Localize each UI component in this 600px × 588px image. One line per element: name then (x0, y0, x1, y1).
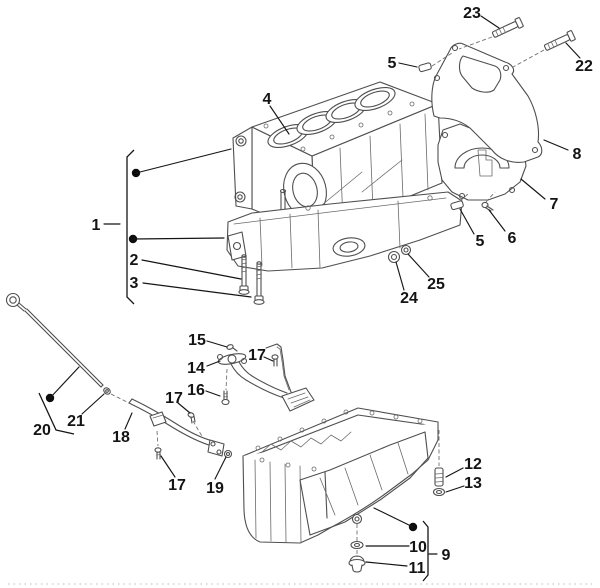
callout-20[interactable]: 20 (33, 422, 51, 439)
callout-2[interactable]: 2 (130, 252, 139, 269)
washer-13 (432, 487, 446, 497)
washer-25 (400, 244, 412, 256)
cover-gasket (431, 42, 543, 163)
callout-16[interactable]: 16 (187, 382, 205, 399)
bracket-group-20 (38, 392, 75, 435)
callout-15[interactable]: 15 (188, 332, 206, 349)
bolt-2 (238, 254, 250, 295)
bolt-3 (253, 261, 265, 305)
callout-17-clamp[interactable]: 17 (165, 390, 183, 407)
nut-24 (387, 250, 401, 264)
callout-1[interactable]: 1 (92, 217, 101, 234)
drain-plug-11 (348, 555, 366, 573)
cylinder-bores (267, 86, 396, 149)
callout-7[interactable]: 7 (550, 196, 559, 213)
screw-15 (226, 344, 238, 352)
callout-21[interactable]: 21 (67, 413, 85, 430)
callout-11[interactable]: 11 (409, 560, 426, 577)
callout-9[interactable]: 9 (442, 547, 451, 564)
dowel-pin-lower (450, 200, 464, 211)
stud-bolt-23 (491, 17, 524, 38)
callout-4[interactable]: 4 (263, 91, 272, 108)
screw-16 (221, 390, 230, 406)
bracket-group-9 (422, 520, 429, 582)
callout-17-bracket[interactable]: 17 (248, 347, 266, 364)
callout-leaders (38, 15, 581, 582)
screw-6 (481, 201, 494, 212)
callout-22[interactable]: 22 (575, 58, 593, 75)
screw-17-lower (154, 447, 162, 460)
bolt-12 (434, 467, 444, 487)
assembly-dashes (110, 36, 545, 557)
callout-6[interactable]: 6 (508, 230, 517, 247)
callout-13[interactable]: 13 (464, 475, 482, 492)
drain-washer-10 (350, 540, 364, 550)
bracket-group-1 (126, 149, 135, 305)
callout-18[interactable]: 18 (112, 429, 130, 446)
callout-24[interactable]: 24 (400, 290, 418, 307)
screw-17-clamp (187, 412, 196, 424)
callout-labels: 1 2 3 4 5 23 22 8 7 6 5 25 24 12 13 9 10… (33, 5, 593, 577)
stud-bolt-22 (543, 30, 576, 51)
callout-10[interactable]: 10 (409, 539, 427, 556)
callout-5-upper[interactable]: 5 (388, 55, 397, 72)
oil-sump (242, 407, 439, 544)
callout-25[interactable]: 25 (427, 276, 445, 293)
callout-23[interactable]: 23 (463, 5, 481, 22)
callout-17-lower[interactable]: 17 (168, 477, 186, 494)
callout-3[interactable]: 3 (130, 275, 139, 292)
callout-14[interactable]: 14 (187, 360, 205, 377)
oil-tube-18 (128, 398, 225, 457)
washer-19 (223, 449, 233, 459)
callout-8[interactable]: 8 (573, 146, 582, 163)
dipstick (5, 292, 104, 388)
dipstick-grommet (103, 387, 111, 395)
callout-5-lower[interactable]: 5 (476, 233, 485, 250)
lower-crankcase (226, 188, 463, 272)
screw-17-bracket (271, 354, 279, 367)
callout-12[interactable]: 12 (464, 456, 482, 473)
dowel-pin-upper (418, 62, 432, 73)
callout-19[interactable]: 19 (206, 480, 224, 497)
